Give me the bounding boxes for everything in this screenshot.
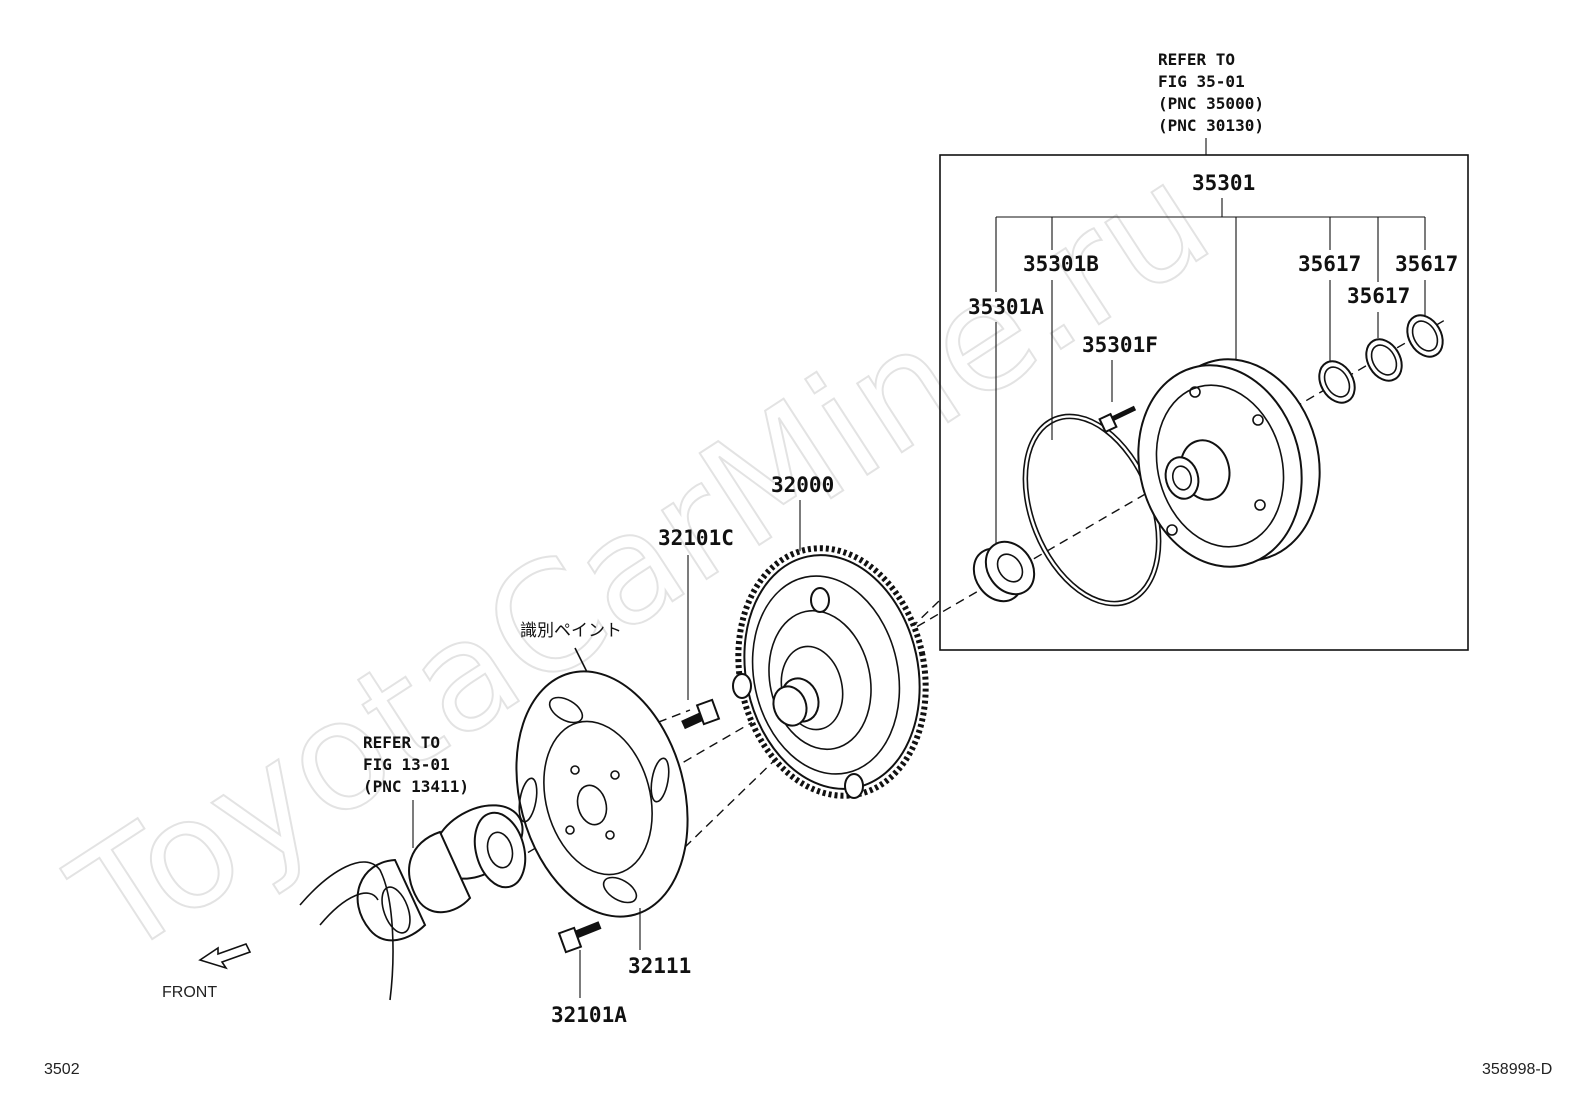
label-32111[interactable]: 32111 bbox=[628, 954, 691, 978]
refer-left-line1: REFER TO bbox=[363, 733, 440, 752]
label-32000[interactable]: 32000 bbox=[771, 473, 834, 497]
bolt-32101c[interactable] bbox=[681, 698, 721, 730]
bolt-35301f[interactable] bbox=[1098, 405, 1137, 434]
drawing-id: 358998-D bbox=[1482, 1061, 1552, 1078]
label-35617-a[interactable]: 35617 bbox=[1298, 252, 1361, 276]
refer-left-line2: FIG 13-01 bbox=[363, 755, 450, 774]
seal-ring-35617-a[interactable] bbox=[1312, 355, 1362, 409]
label-35301f[interactable]: 35301F bbox=[1082, 333, 1158, 357]
refer-top-line2: FIG 35-01 bbox=[1158, 72, 1245, 91]
identification-paint-note: 識別ペイント bbox=[520, 621, 622, 641]
crankshaft[interactable] bbox=[299, 790, 536, 1001]
drive-plate-32111[interactable] bbox=[490, 652, 713, 936]
torque-converter-32000[interactable] bbox=[716, 531, 948, 814]
refer-top-line4: (PNC 30130) bbox=[1158, 116, 1264, 135]
label-35617-c[interactable]: 35617 bbox=[1395, 252, 1458, 276]
label-35301[interactable]: 35301 bbox=[1192, 171, 1255, 195]
label-35617-b[interactable]: 35617 bbox=[1347, 284, 1410, 308]
bolt-32101a[interactable] bbox=[557, 921, 602, 954]
oil-pump-body[interactable] bbox=[1116, 341, 1341, 585]
front-arrow-icon bbox=[198, 943, 252, 970]
page-number: 3502 bbox=[44, 1061, 80, 1078]
refer-top-line3: (PNC 35000) bbox=[1158, 94, 1264, 113]
refer-left-note[interactable]: REFER TO FIG 13-01 (PNC 13411) bbox=[363, 733, 469, 796]
label-32101c[interactable]: 32101C bbox=[658, 526, 734, 550]
label-35301b[interactable]: 35301B bbox=[1023, 252, 1099, 276]
oil-seal-35301a[interactable] bbox=[964, 532, 1044, 610]
pump-assembly-box bbox=[939, 154, 1469, 651]
seal-ring-35617-c[interactable] bbox=[1400, 309, 1450, 363]
refer-left-line3: (PNC 13411) bbox=[363, 777, 469, 796]
label-32101a[interactable]: 32101A bbox=[551, 1003, 627, 1027]
refer-top-note[interactable]: REFER TO FIG 35-01 (PNC 35000) (PNC 3013… bbox=[1158, 50, 1264, 135]
refer-top-line1: REFER TO bbox=[1158, 50, 1235, 69]
label-35301a[interactable]: 35301A bbox=[968, 295, 1044, 319]
front-label: FRONT bbox=[162, 984, 217, 1001]
seal-ring-35617-b[interactable] bbox=[1359, 333, 1409, 387]
